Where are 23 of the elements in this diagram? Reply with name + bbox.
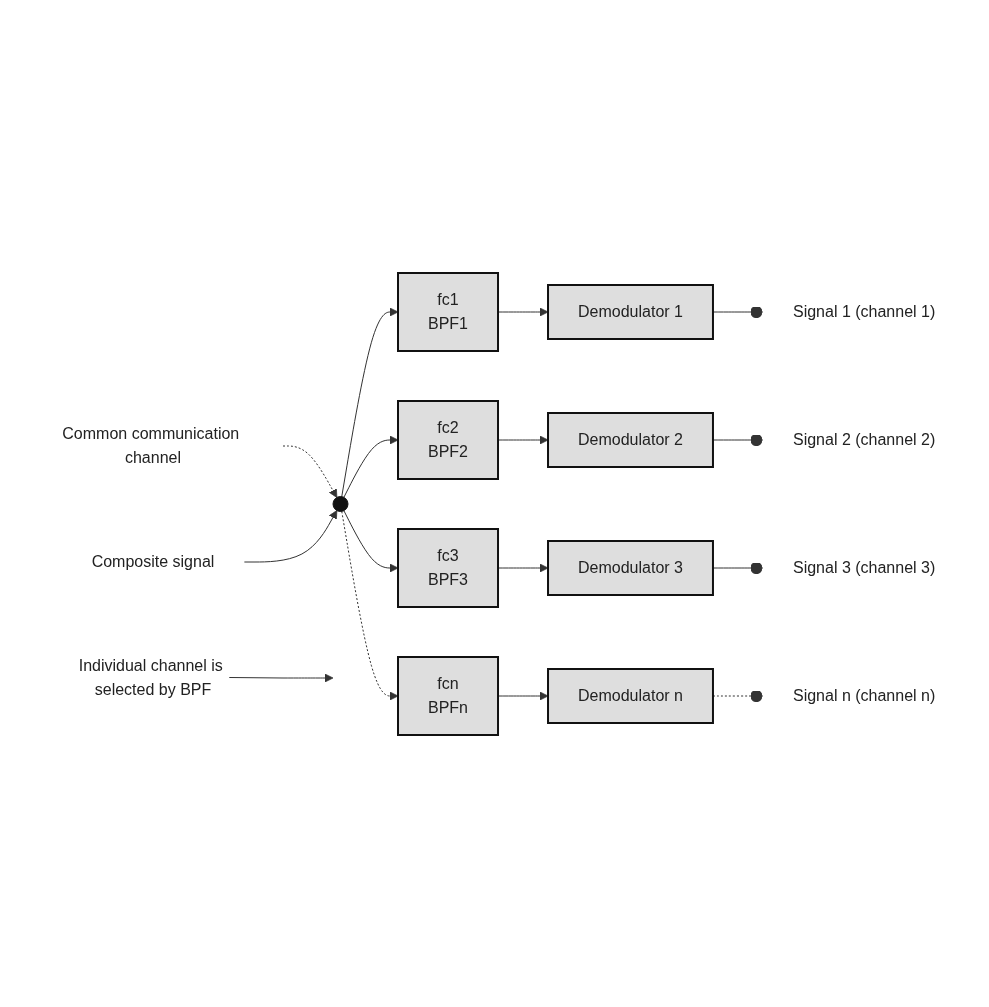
arrow	[343, 435, 399, 498]
node-circle	[332, 495, 349, 512]
leader-line	[229, 673, 334, 682]
node-text: Signal n (channel n)	[793, 686, 936, 704]
node-box: fc3 BPF3	[397, 527, 500, 608]
node-box: fcn BPFn	[397, 655, 500, 736]
node-text: Signal 2 (channel 2)	[793, 430, 936, 448]
node-box: Demodulator 1	[547, 283, 715, 340]
arrow	[244, 509, 338, 562]
node-box: Demodulator n	[547, 667, 715, 724]
arrow	[341, 307, 399, 497]
arrow	[282, 445, 338, 498]
arrow	[341, 510, 399, 700]
node-text: Composite signal	[91, 552, 215, 570]
node-text: Signal 3 (channel 3)	[793, 558, 936, 576]
node-text: Individual channel is selected by BPF	[79, 656, 224, 698]
node-text: Signal 1 (channel 1)	[793, 302, 936, 320]
arrow	[343, 509, 399, 572]
node-box: fc1 BPF1	[397, 271, 500, 352]
node-box: Demodulator 3	[547, 539, 715, 596]
node-box: fc2 BPF2	[397, 399, 500, 480]
node-box: Demodulator 2	[547, 411, 715, 468]
node-text: Common communication channel	[62, 424, 240, 466]
